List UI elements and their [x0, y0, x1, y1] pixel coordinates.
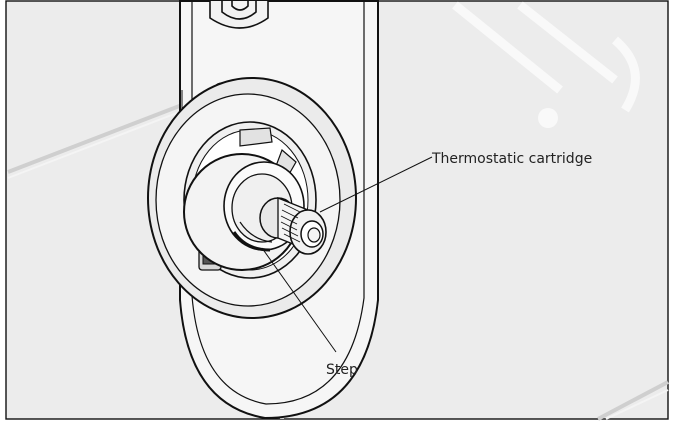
spline-spindle	[259, 197, 327, 255]
upper-nut	[209, 1, 269, 29]
label-step: Step	[326, 362, 358, 378]
leader-thermostatic-cartridge	[319, 156, 433, 213]
watermark	[452, 1, 640, 128]
leader-step	[261, 247, 337, 353]
label-thermostatic-cartridge: Thermostatic cartridge	[431, 151, 592, 167]
wall-tile-joints	[7, 1, 669, 421]
